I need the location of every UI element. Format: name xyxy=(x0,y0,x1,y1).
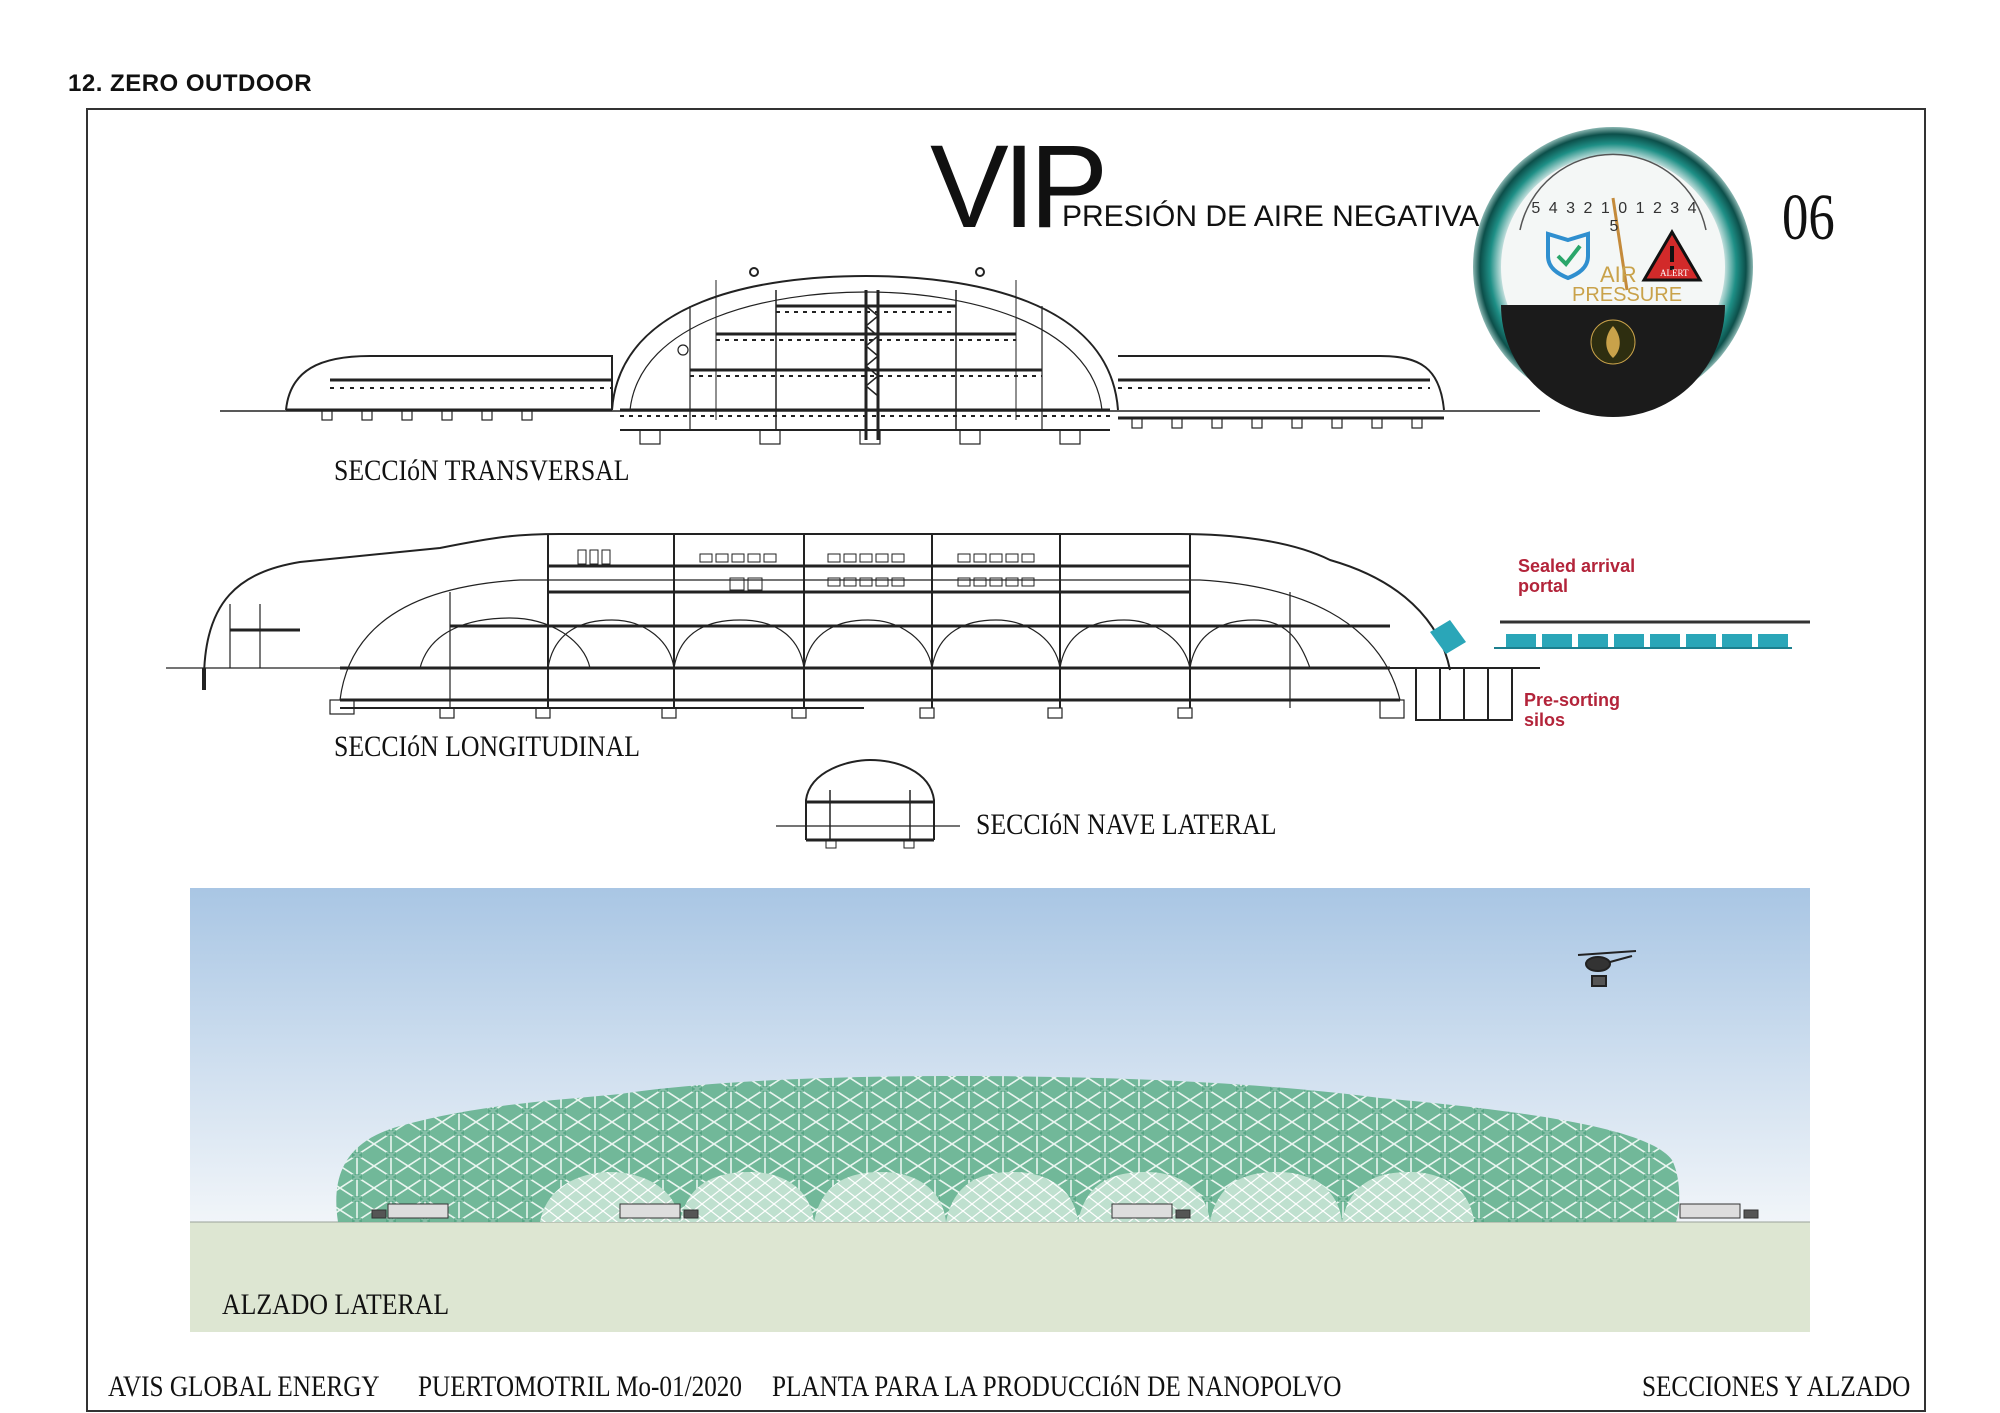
annotation-silos: Pre-sorting silos xyxy=(1524,690,1621,730)
longitudinal-section-drawing xyxy=(166,533,1540,721)
air-pressure-gauge xyxy=(1473,127,1753,417)
footer-company: AVIS GLOBAL ENERGY xyxy=(108,1370,380,1403)
gauge-alert-text: ALERT xyxy=(1660,268,1689,278)
label-longitudinal: SECCIóN LONGITUDINAL xyxy=(334,730,640,763)
gauge-tick: 3 xyxy=(1670,200,1682,217)
gauge-tick: 5 xyxy=(1609,218,1621,235)
gauge-scale-left: 5 xyxy=(1531,200,1543,217)
gauge-scale: 5 4 3 2 1 0 1 2 3 4 5 xyxy=(1530,200,1700,236)
gauge-tick-zero: 0 xyxy=(1618,200,1630,217)
footer-description: PLANTA PARA LA PRODUCCIóN DE NANOPOLVO xyxy=(772,1370,1342,1403)
gauge-tick: 3 xyxy=(1566,200,1578,217)
gauge-tick: 2 xyxy=(1652,200,1664,217)
elevation-render xyxy=(190,888,1810,1332)
gauge-tick: 2 xyxy=(1583,200,1595,217)
banner-vip: VIP xyxy=(930,121,1108,253)
helicopter-icon xyxy=(1577,950,1637,987)
gauge-tick: 4 xyxy=(1548,200,1560,217)
sheet-number: 06 xyxy=(1782,181,1835,254)
sheet-heading: 12. ZERO OUTDOOR xyxy=(68,70,313,97)
label-alzado: ALZADO LATERAL xyxy=(222,1288,450,1321)
gauge-label-bottom: PRESSURE xyxy=(1572,284,1683,306)
banner-subtitle: PRESIÓN DE AIRE NEGATIVA xyxy=(1062,200,1480,233)
gauge-tick: 1 xyxy=(1635,200,1647,217)
arrival-conveyor xyxy=(1430,620,1810,654)
gauge-tick: 1 xyxy=(1600,200,1612,217)
drawing-frame xyxy=(86,108,1926,1412)
nave-lateral-section-drawing xyxy=(776,758,960,849)
annotation-arrival-portal: Sealed arrival portal xyxy=(1518,556,1636,596)
footer-sheet-title: SECCIONES Y ALZADO xyxy=(1642,1370,1911,1403)
gauge-label-top: AIR xyxy=(1600,262,1637,287)
label-nave-lateral: SECCIóN NAVE LATERAL xyxy=(976,808,1277,841)
gauge-tick: 4 xyxy=(1687,200,1699,217)
label-transversal: SECCIóN TRANSVERSAL xyxy=(334,454,630,487)
footer-project: PUERTOMOTRIL Mo-01/2020 xyxy=(418,1370,743,1403)
transversal-section-drawing xyxy=(220,267,1540,445)
